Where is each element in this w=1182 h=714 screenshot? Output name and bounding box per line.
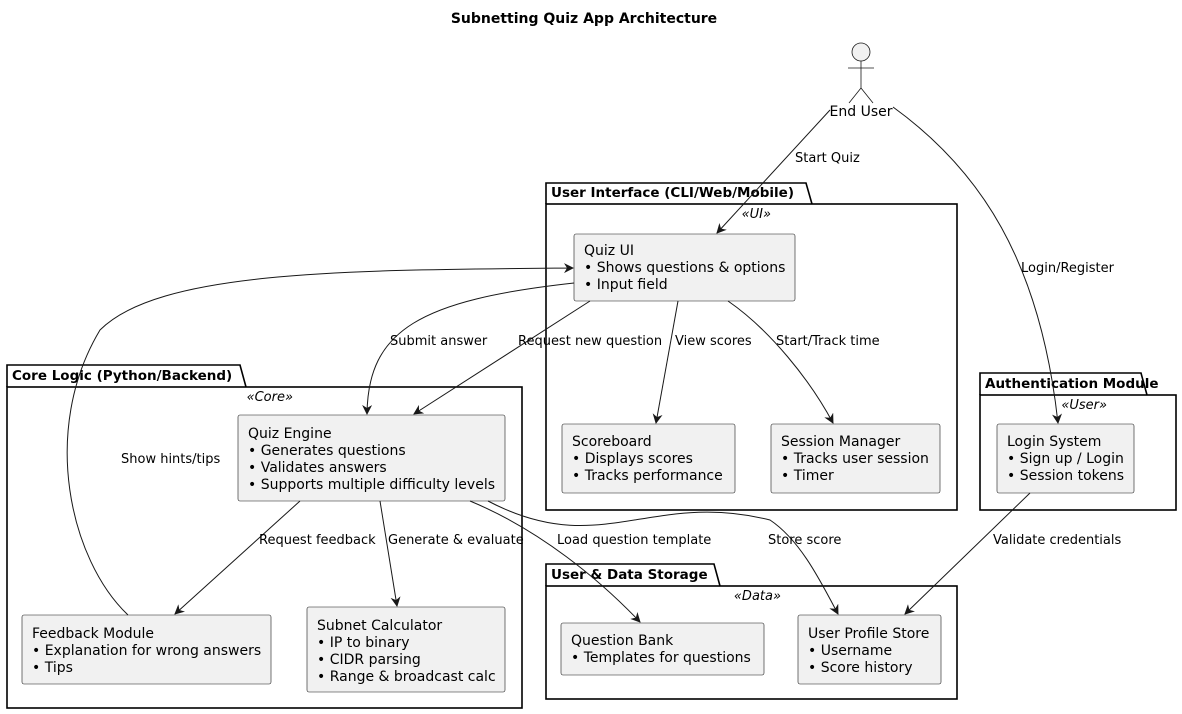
user-profile-store-node: User Profile Store • Username • Score hi…: [797, 614, 942, 685]
node-line: • Session tokens: [1007, 468, 1124, 484]
actor-label: End User: [830, 104, 893, 120]
actor-head: [851, 42, 871, 62]
edge-request-new-question: Request new question: [413, 300, 662, 415]
package-ui-title: User Interface (CLI/Web/Mobile): [551, 185, 794, 201]
node-line: • CIDR parsing: [317, 652, 421, 668]
node-line: • IP to binary: [317, 635, 410, 651]
subnet-calculator-node: Subnet Calculator • IP to binary • CIDR …: [306, 606, 506, 693]
edge-show-hints: Show hints/tips: [66, 263, 574, 616]
svg-text:Quiz Engine • Generates: Quiz Engine • Generates questions • Vali…: [248, 426, 495, 493]
svg-text:Login System • Sign up /: Login System • Sign up / Login • Session…: [1007, 434, 1128, 484]
node-line: • Generates questions: [248, 443, 406, 459]
svg-text:Subnet Calculator • IP t: Subnet Calculator • IP to binary • CIDR …: [317, 618, 496, 685]
node-line: Quiz UI: [584, 243, 634, 259]
package-core-stereotype: «Core»: [247, 390, 293, 405]
question-bank-node: Question Bank • Templates for questions: [560, 622, 765, 676]
node-line: • Shows questions & options: [584, 260, 785, 276]
svg-text:Feedback Module • Explan: Feedback Module • Explanation for wrong …: [32, 626, 266, 676]
svg-text:Session Manager • Tracks: Session Manager • Tracks user session • …: [781, 434, 933, 484]
svg-text:Question Bank • Template: Question Bank • Templates for questions: [571, 633, 751, 666]
edge-label: Show hints/tips: [121, 452, 221, 467]
svg-text:User Profile Store • Use: User Profile Store • Username • Score hi…: [808, 626, 934, 676]
node-line: Question Bank: [571, 633, 674, 649]
edge-label: Request feedback: [259, 533, 376, 548]
edge-login-register: Login/Register: [892, 106, 1115, 424]
edge-label: Start Quiz: [795, 151, 860, 166]
edge-store-score: Store score: [487, 500, 841, 615]
node-line: Login System: [1007, 434, 1101, 450]
node-line: • Validates answers: [248, 460, 387, 476]
package-data-title: User & Data Storage: [551, 567, 708, 583]
node-line: • Tracks user session: [781, 451, 929, 467]
package-auth-title: Authentication Module: [985, 376, 1159, 392]
quiz-engine-node: Quiz Engine • Generates questions • Vali…: [237, 414, 506, 502]
svg-text:Quiz UI • Shows question: Quiz UI • Shows questions & options • In…: [584, 243, 790, 293]
node-line: • Tips: [32, 660, 73, 676]
node-line: • Username: [808, 643, 892, 659]
node-line: Scoreboard: [572, 434, 652, 450]
edge-load-template: Load question template: [469, 500, 711, 623]
node-line: • Supports multiple difficulty levels: [248, 477, 495, 493]
edge-validate-credentials: Validate credentials: [904, 492, 1122, 615]
node-line: • Templates for questions: [571, 650, 751, 666]
package-auth-stereotype: «User»: [1061, 398, 1107, 413]
end-user-actor: End User: [830, 42, 893, 120]
edge-label: Request new question: [518, 334, 662, 349]
node-line: • Explanation for wrong answers: [32, 643, 261, 659]
edge-label: View scores: [675, 334, 752, 349]
edge-start-track-time: Start/Track time: [727, 300, 880, 424]
edge-label: Store score: [768, 533, 841, 548]
login-system-node: Login System • Sign up / Login • Session…: [996, 423, 1135, 494]
feedback-module-node: Feedback Module • Explanation for wrong …: [21, 614, 272, 685]
scoreboard-node: Scoreboard • Displays scores • Tracks pe…: [561, 423, 736, 494]
package-data-stereotype: «Data»: [734, 589, 781, 604]
quiz-ui-node: Quiz UI • Shows questions & options • In…: [573, 233, 796, 302]
edge-request-feedback: Request feedback: [174, 500, 376, 615]
edge-label: Start/Track time: [776, 334, 880, 349]
edge-label: Submit answer: [390, 334, 488, 349]
node-line: • Input field: [584, 277, 668, 293]
edge-label: Login/Register: [1021, 261, 1115, 276]
node-line: • Sign up / Login: [1007, 451, 1124, 467]
edge-label: Validate credentials: [993, 533, 1122, 548]
edge-label: Load question template: [557, 533, 711, 548]
node-line: Session Manager: [781, 434, 900, 450]
node-line: • Tracks performance: [572, 468, 723, 484]
node-line: • Range & broadcast calc: [317, 669, 496, 685]
edge-start-quiz: Start Quiz: [716, 109, 860, 234]
package-core-title: Core Logic (Python/Backend): [12, 368, 232, 384]
node-line: • Score history: [808, 660, 913, 676]
node-line: • Displays scores: [572, 451, 693, 467]
node-line: Quiz Engine: [248, 426, 332, 442]
edge-label: Generate & evaluate: [388, 533, 524, 548]
edge-submit-answer: Submit answer: [362, 282, 575, 415]
svg-text:Scoreboard • Displays sc: Scoreboard • Displays scores • Tracks pe…: [572, 434, 723, 484]
edge-generate-evaluate: Generate & evaluate: [379, 500, 524, 607]
diagram-title: Subnetting Quiz App Architecture: [451, 11, 717, 27]
package-ui-stereotype: «UI»: [742, 207, 771, 222]
node-line: • Timer: [781, 468, 834, 484]
node-line: Subnet Calculator: [317, 618, 442, 634]
edge-view-scores: View scores: [652, 300, 752, 424]
node-line: User Profile Store: [808, 626, 929, 642]
node-line: Feedback Module: [32, 626, 154, 642]
session-manager-node: Session Manager • Tracks user session • …: [770, 423, 941, 494]
